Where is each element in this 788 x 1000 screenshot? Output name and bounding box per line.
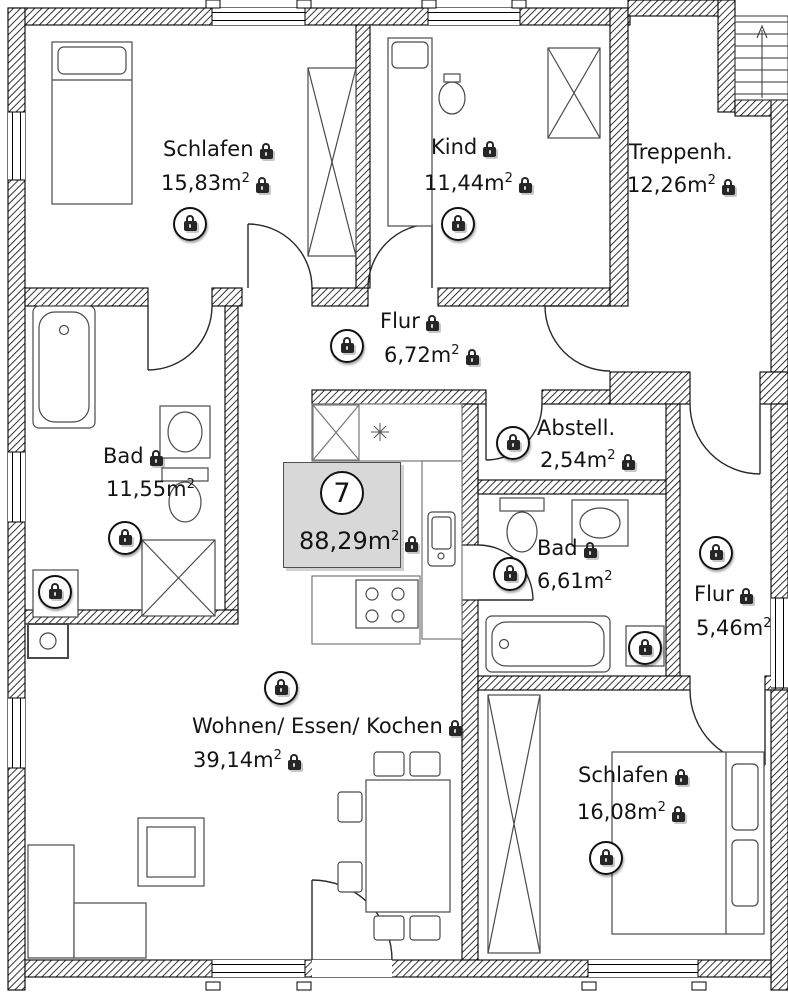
lock-marker[interactable] <box>108 521 142 555</box>
room-name: Bad <box>537 536 578 560</box>
lock-icon <box>183 215 197 231</box>
lock-icon[interactable] <box>674 769 688 785</box>
lock-icon <box>118 529 132 545</box>
lock-icon <box>709 544 723 560</box>
room-name: Flur <box>694 582 734 606</box>
room-area-kind: 11,44m2 <box>424 172 532 194</box>
unit-area: 88,29m2 <box>299 527 419 555</box>
lock-icon <box>638 639 652 655</box>
room-label-bad-1: Bad <box>103 446 163 467</box>
room-area-schlafen-1: 15,83m2 <box>161 172 269 194</box>
room-label-flur-2: Flur <box>694 584 753 605</box>
lock-marker[interactable] <box>173 207 207 241</box>
room-area-treppenhaus: 12,26m2 <box>627 174 735 196</box>
lock-icon <box>451 215 465 231</box>
lock-icon[interactable] <box>425 315 439 331</box>
room-area-flur-1: 6,72m2 <box>384 344 479 366</box>
lock-marker[interactable] <box>589 841 623 875</box>
room-label-kind: Kind <box>431 135 497 159</box>
room-label-schlafen-2: Schlafen <box>578 765 688 786</box>
lock-icon[interactable] <box>483 141 497 157</box>
lock-icon[interactable] <box>671 806 685 822</box>
room-label-flur-1: Flur <box>380 311 439 332</box>
room-label-bad-2: Bad <box>537 538 597 559</box>
room-label-wohnen: Wohnen/ Essen/ Kochen <box>192 716 462 737</box>
lock-icon[interactable] <box>465 349 479 365</box>
lock-icon <box>274 679 288 695</box>
room-label-treppenhaus: Treppenh. <box>629 142 733 163</box>
room-name: Bad <box>103 444 144 468</box>
lock-marker[interactable] <box>496 426 530 460</box>
lock-marker[interactable] <box>264 671 298 705</box>
room-name: Kind <box>431 135 478 159</box>
room-area-bad-1: 11,55m2 <box>106 477 195 501</box>
lock-icon[interactable] <box>448 720 462 736</box>
room-name: Schlafen <box>163 137 254 161</box>
lock-icon[interactable] <box>259 143 273 159</box>
room-name: Abstell. <box>537 416 616 440</box>
room-label-schlafen-1: Schlafen <box>163 139 273 160</box>
stairs <box>734 15 788 101</box>
unit-badge: 7 88,29m2 <box>283 462 419 568</box>
room-label-abstell: Abstell. <box>537 418 615 439</box>
lock-marker[interactable] <box>699 536 733 570</box>
lock-icon[interactable] <box>583 542 597 558</box>
lock-icon[interactable] <box>287 754 301 770</box>
unit-number-circle[interactable]: 7 <box>320 471 364 515</box>
lock-marker[interactable] <box>38 575 72 609</box>
room-area-abstell: 2,54m2 <box>540 449 635 471</box>
room-area-wohnen: 39,14m2 <box>193 749 301 771</box>
lock-icon <box>340 337 354 353</box>
doors <box>147 223 766 961</box>
lock-icon[interactable] <box>405 536 419 552</box>
room-area-flur-2: 5,46m2 <box>696 616 772 640</box>
lock-marker[interactable] <box>441 207 475 241</box>
lock-icon[interactable] <box>149 450 163 466</box>
lock-icon[interactable] <box>621 454 635 470</box>
lock-icon <box>503 565 517 581</box>
room-name: Flur <box>380 309 420 333</box>
windows <box>8 0 788 991</box>
lock-marker[interactable] <box>330 329 364 363</box>
room-area-schlafen-2: 16,08m2 <box>577 801 685 823</box>
lock-icon[interactable] <box>721 179 735 195</box>
room-area-bad-2: 6,61m2 <box>537 569 613 593</box>
lock-icon <box>506 434 520 450</box>
lock-marker[interactable] <box>628 631 662 665</box>
room-name: Schlafen <box>578 763 669 787</box>
lock-icon[interactable] <box>739 588 753 604</box>
lock-icon[interactable] <box>255 177 269 193</box>
lock-icon <box>48 583 62 599</box>
lock-marker[interactable] <box>493 557 527 591</box>
lock-icon <box>599 849 613 865</box>
room-name: Wohnen/ Essen/ Kochen <box>192 714 443 738</box>
lock-icon[interactable] <box>518 177 532 193</box>
unit-number: 7 <box>333 477 351 509</box>
furniture <box>27 37 765 959</box>
room-name: Treppenh. <box>629 140 733 164</box>
